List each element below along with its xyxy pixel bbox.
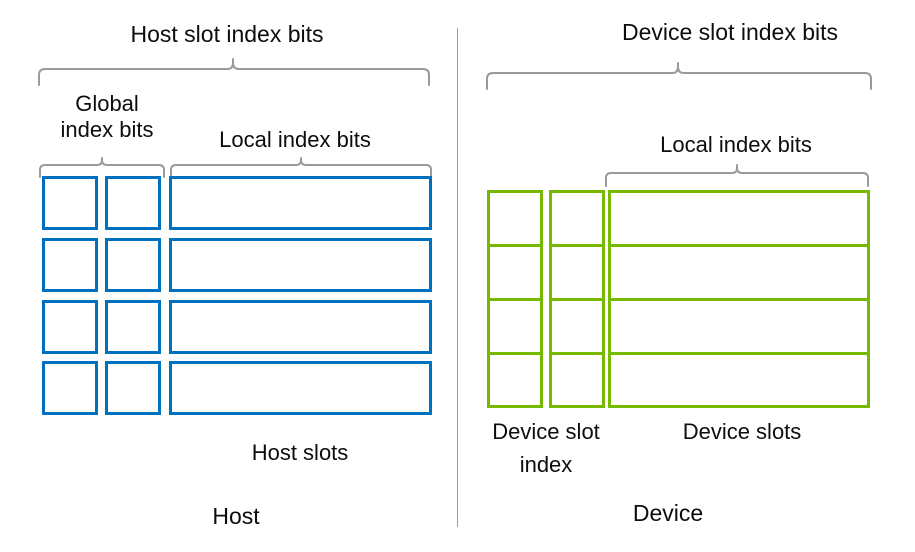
device-top-bracket [486, 62, 872, 90]
device-slots-column [608, 190, 870, 408]
device-slots-label: Device slots [682, 419, 802, 444]
device-slots-sep-3 [608, 352, 870, 355]
device-col0-sep-2 [487, 298, 543, 301]
device-slot-index-column-1 [549, 190, 605, 408]
device-slots-sep-2 [608, 298, 870, 301]
host-cell-global-r2c0 [42, 300, 98, 354]
host-cell-global-r3c0 [42, 361, 98, 415]
host-top-bracket [38, 58, 430, 86]
host-local-index-bits-label: Local index bits [219, 127, 371, 152]
host-cell-local-r0 [169, 176, 432, 230]
device-slot-index-label-line2: index [519, 452, 573, 477]
host-slots-label: Host slots [251, 440, 349, 465]
device-local-index-bits-label: Local index bits [660, 132, 812, 157]
host-global-index-bracket [39, 157, 165, 178]
device-col1-sep-1 [549, 244, 605, 247]
device-slot-index-column-0 [487, 190, 543, 408]
device-side-label: Device [632, 500, 704, 526]
device-col1-sep-2 [549, 298, 605, 301]
host-global-index-bits-label-line1: Global [75, 91, 139, 116]
device-col0-sep-3 [487, 352, 543, 355]
host-local-index-bracket [170, 157, 432, 178]
host-cell-global-r1c1 [105, 238, 161, 292]
device-local-index-bracket [605, 164, 869, 187]
host-cell-local-r3 [169, 361, 432, 415]
device-slot-index-bits-title: Device slot index bits [621, 19, 839, 45]
device-col0-sep-1 [487, 244, 543, 247]
host-side-label: Host [212, 503, 260, 529]
host-cell-global-r1c0 [42, 238, 98, 292]
host-cell-global-r0c1 [105, 176, 161, 230]
host-slot-index-bits-title: Host slot index bits [130, 21, 324, 47]
host-cell-global-r3c1 [105, 361, 161, 415]
host-cell-global-r2c1 [105, 300, 161, 354]
device-slots-sep-1 [608, 244, 870, 247]
device-col1-sep-3 [549, 352, 605, 355]
host-global-index-bits-label-line2: index bits [60, 117, 154, 142]
host-device-divider [457, 28, 458, 527]
host-cell-local-r2 [169, 300, 432, 354]
host-cell-local-r1 [169, 238, 432, 292]
host-cell-global-r0c0 [42, 176, 98, 230]
device-slot-index-label-line1: Device slot [492, 419, 600, 444]
